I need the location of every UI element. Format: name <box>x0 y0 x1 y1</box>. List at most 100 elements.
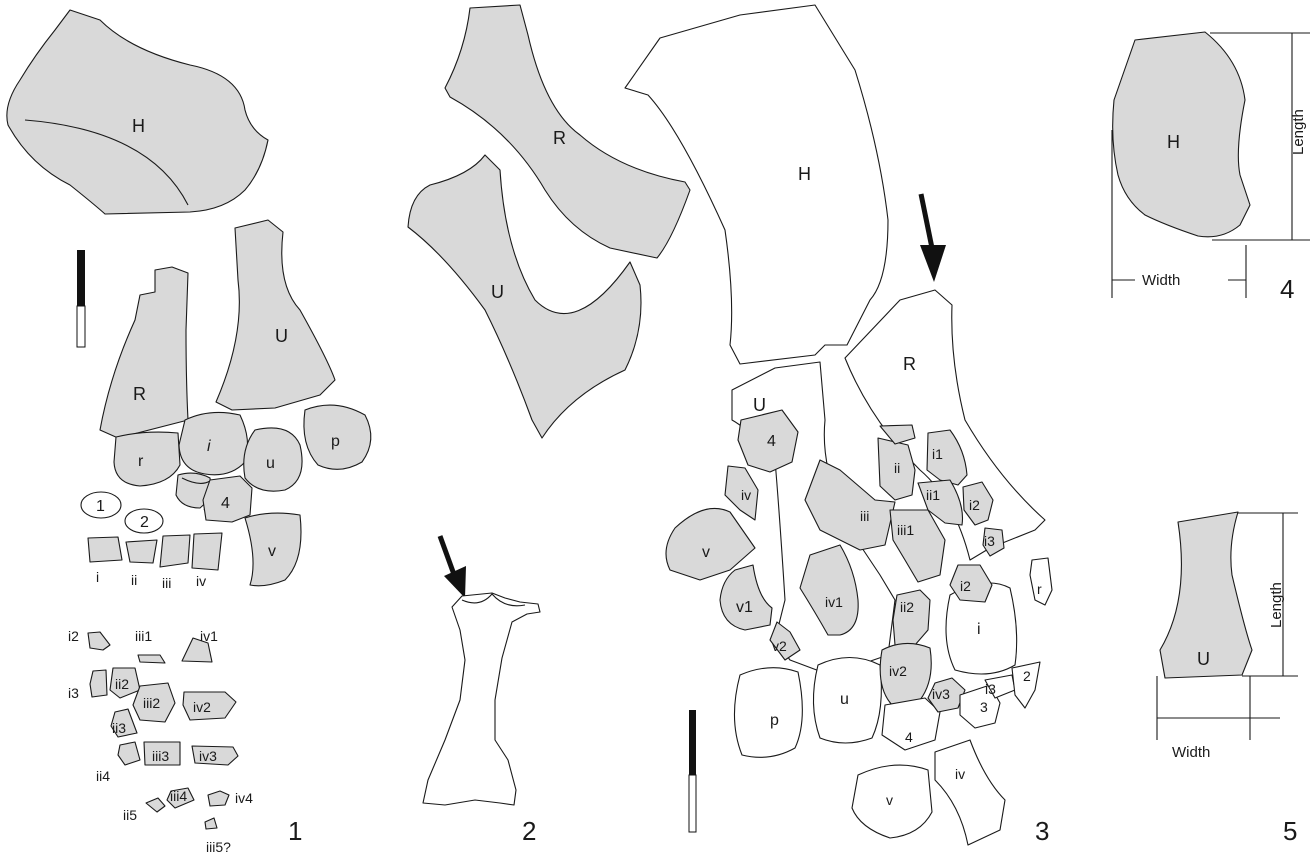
figure-number-5: 5 <box>1283 816 1297 846</box>
label-iii3: iii3 <box>152 748 169 764</box>
humerus-measure-bone <box>1113 32 1250 237</box>
label-ii1-3: ii1 <box>926 487 940 503</box>
label-ii2-3: ii2 <box>900 599 914 615</box>
intermedium <box>179 412 248 474</box>
label-iii4: iii4 <box>170 788 187 804</box>
label-U-3: U <box>753 395 766 415</box>
label-4-3: 4 <box>767 433 776 450</box>
label-p: p <box>331 433 340 450</box>
label-i-3: i <box>977 621 981 638</box>
figure-number-3: 3 <box>1035 816 1049 846</box>
label-c3-3: 3 <box>980 699 988 715</box>
label-iii5q: iii5? <box>206 839 231 855</box>
label-R-gray: R <box>553 128 566 148</box>
label-U-gray: U <box>491 282 504 302</box>
label-r-3: r <box>1037 581 1042 597</box>
label-iii1: iii1 <box>135 628 152 644</box>
label-ii2: ii2 <box>115 676 129 692</box>
arrow-head-3-icon <box>920 245 946 282</box>
label-ii4: ii4 <box>96 768 110 784</box>
label-i2: i2 <box>68 628 79 644</box>
label-ii5: ii5 <box>123 807 137 823</box>
phalanx-ii5 <box>146 798 165 812</box>
label-H: H <box>132 116 145 136</box>
label-i3-3: i3 <box>984 533 995 549</box>
label-width-5: Width <box>1172 744 1210 761</box>
label-v: v <box>268 543 276 560</box>
metacarpal-iii <box>160 535 190 567</box>
label-R-3: R <box>903 354 916 374</box>
label-c1: 1 <box>96 498 105 515</box>
figure-4: H Length Width 4 <box>1112 32 1310 304</box>
label-r: r <box>138 453 144 470</box>
phalanx-i2 <box>88 632 110 650</box>
metacarpal-i <box>88 537 122 562</box>
bone-outline-2 <box>423 593 540 805</box>
figure-number-1: 1 <box>288 816 302 846</box>
label-iv4: iv4 <box>235 790 253 806</box>
label-i3b-3: i3 <box>985 681 996 697</box>
p-outline-3 <box>734 668 802 758</box>
ulna-bone <box>216 220 335 410</box>
label-v2: v2 <box>772 638 787 654</box>
label-iv2: iv2 <box>193 699 211 715</box>
label-i1-3: i1 <box>932 446 943 462</box>
phalanx-iii1 <box>138 655 165 663</box>
label-mi: i <box>96 569 99 585</box>
label-R: R <box>133 384 146 404</box>
label-U-5: U <box>1197 649 1210 669</box>
label-iv1-3: iv1 <box>825 594 843 610</box>
label-iii2: iii2 <box>143 695 160 711</box>
label-iv-3: iv <box>741 487 751 503</box>
label-c2-3: 2 <box>1023 668 1031 684</box>
figure-number-4: 4 <box>1280 274 1294 304</box>
label-v1: v1 <box>736 599 753 616</box>
figure-1: H R U r i u p 1 2 3 4 v i ii iii <box>7 10 371 855</box>
scale-bar-3 <box>689 710 696 832</box>
radius-bone <box>100 267 188 438</box>
figure-3: H R U 4 iv v v1 v2 iv1 iii ii i1 ii1 i2 … <box>625 5 1052 846</box>
figure-number-2: 2 <box>522 816 536 846</box>
iii1-gray <box>890 510 945 582</box>
phalanx-iii5 <box>205 818 217 829</box>
label-length-5: Length <box>1268 582 1285 628</box>
metacarpal-iv <box>192 533 222 570</box>
label-iii-3: iii <box>860 508 869 524</box>
figure-5: U Length Width 5 <box>1157 512 1298 846</box>
phalanx-iv4 <box>208 791 229 806</box>
figure-2: 2 <box>423 536 540 846</box>
label-miv: iv <box>196 573 206 589</box>
label-iv-b-3: iv <box>955 766 965 782</box>
label-i2b-3: i2 <box>960 578 971 594</box>
label-mii: ii <box>131 572 137 588</box>
radiale <box>114 432 180 486</box>
label-length-4: Length <box>1290 109 1307 155</box>
label-iii1-3: iii1 <box>897 522 914 538</box>
phalanx-i3 <box>90 670 107 697</box>
label-v-3: v <box>702 544 710 561</box>
label-H-4: H <box>1167 132 1180 152</box>
label-i3: i3 <box>68 685 79 701</box>
label-ii3: ii3 <box>112 720 126 736</box>
phalanx-ii4 <box>118 742 140 765</box>
label-p-3: p <box>770 712 779 729</box>
label-H-3: H <box>798 164 811 184</box>
label-U: U <box>275 326 288 346</box>
label-u: u <box>266 455 275 472</box>
label-c4b-3: 4 <box>905 729 913 745</box>
label-v-b-3: v <box>886 792 893 808</box>
v1-gray <box>720 565 772 630</box>
metacarpal-ii <box>126 540 157 563</box>
label-width-4: Width <box>1142 272 1180 289</box>
arrow-shaft-3 <box>921 194 932 248</box>
humerus-bone <box>7 10 268 214</box>
label-u-3: u <box>840 691 849 708</box>
label-i: i <box>207 438 211 455</box>
label-miii: iii <box>162 575 171 591</box>
label-iv2-3: iv2 <box>889 663 907 679</box>
label-c4: 4 <box>221 495 230 512</box>
scale-bar <box>77 250 85 347</box>
label-iv3-3: iv3 <box>932 686 950 702</box>
label-ii-3: ii <box>894 460 900 476</box>
